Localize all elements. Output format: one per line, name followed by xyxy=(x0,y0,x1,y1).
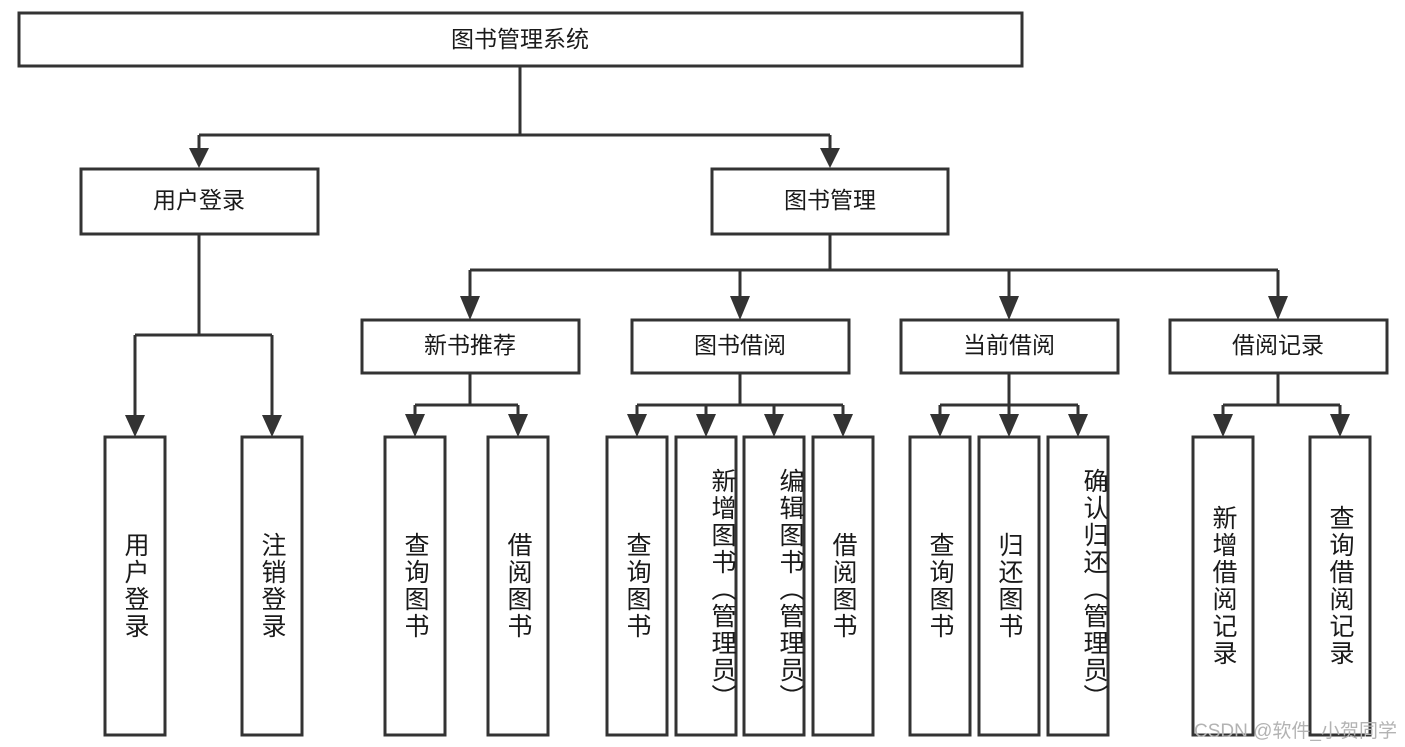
arrow-leaf-borrow-query xyxy=(627,414,647,437)
node-book-management-box[interactable] xyxy=(710,167,950,236)
node-book-borrow-label: 图书借阅 xyxy=(694,332,786,358)
leaf-box-user-login[interactable] xyxy=(103,435,167,737)
arrow-to-user-login xyxy=(189,148,209,168)
node-root-label: 图书管理系统 xyxy=(451,26,589,52)
leaf-box-newbook-borrow-book[interactable] xyxy=(486,435,550,737)
csdn-watermark: CSDN @软件_小贺同学 xyxy=(1194,721,1397,742)
leaf-box-current-query-book[interactable] xyxy=(908,435,972,737)
leaf-box-record-query[interactable] xyxy=(1308,435,1372,737)
arrow-leaf-record-query xyxy=(1330,414,1350,437)
node-current-borrow-box[interactable] xyxy=(899,318,1120,375)
leaf-box-logout[interactable] xyxy=(240,435,304,737)
arrow-leaf-record-add xyxy=(1213,414,1233,437)
arrow-leaf-borrow-edit xyxy=(764,414,784,437)
arrow-leaf-current-confirm xyxy=(1068,414,1088,437)
arrow-to-book-borrow xyxy=(730,296,750,320)
node-root-box[interactable] xyxy=(17,11,1024,68)
leaf-box-borrow-borrow-book[interactable] xyxy=(811,435,875,737)
arrow-leaf-user-login xyxy=(125,415,145,437)
arrow-to-book-mgmt xyxy=(820,148,840,168)
node-user-login-box[interactable] xyxy=(79,167,320,236)
leaf-box-borrow-query-book[interactable] xyxy=(605,435,669,737)
arrow-leaf-current-return xyxy=(999,414,1019,437)
leaf-box-borrow-add-book[interactable] xyxy=(674,435,738,737)
arrow-leaf-current-query xyxy=(930,414,950,437)
arrow-leaf-borrow-add xyxy=(696,414,716,437)
arrow-leaf-newbook-query xyxy=(405,414,425,437)
connector-layer xyxy=(125,66,1350,437)
node-book-management-label: 图书管理 xyxy=(784,187,876,213)
arrow-to-new-book-rec xyxy=(460,296,480,320)
node-book-borrow-box[interactable] xyxy=(630,318,851,375)
arrow-to-current-borrow xyxy=(999,296,1019,320)
node-current-borrow-label: 当前借阅 xyxy=(963,332,1055,358)
node-layer: 图书管理系统 用户登录 图书管理 新书推荐 图书借阅 当前借阅 借阅记录 xyxy=(17,11,1389,737)
leaf-box-current-confirm-return[interactable] xyxy=(1046,435,1110,737)
leaf-box-newbook-query-book[interactable] xyxy=(383,435,447,737)
node-user-login-label: 用户登录 xyxy=(153,187,245,213)
arrow-leaf-borrow-borrow xyxy=(833,414,853,437)
node-borrow-record-box[interactable] xyxy=(1168,318,1389,375)
leaf-box-current-return-book[interactable] xyxy=(977,435,1041,737)
leaf-box-borrow-edit-book[interactable] xyxy=(742,435,806,737)
arrow-leaf-newbook-borrow xyxy=(508,414,528,437)
arrow-to-borrow-record xyxy=(1268,296,1288,320)
node-borrow-record-label: 借阅记录 xyxy=(1232,332,1324,358)
node-new-book-recommend-box[interactable] xyxy=(360,318,581,375)
leaf-box-record-add[interactable] xyxy=(1191,435,1255,737)
node-new-book-recommend-label: 新书推荐 xyxy=(424,332,516,358)
arrow-leaf-logout xyxy=(262,415,282,437)
